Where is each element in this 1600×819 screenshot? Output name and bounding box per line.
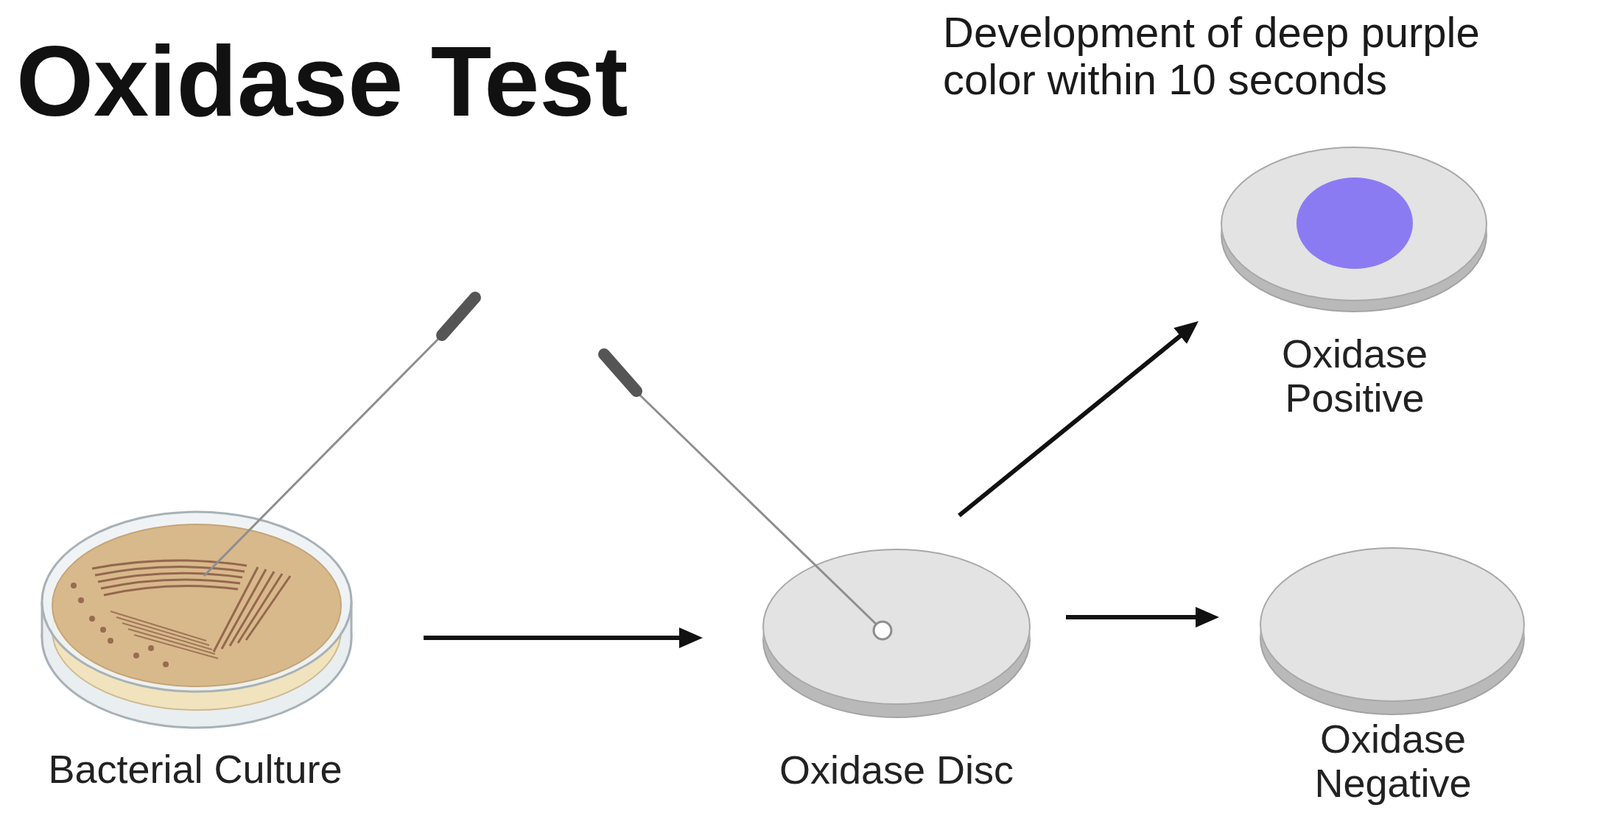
purple-spot — [1296, 177, 1413, 269]
inoculating-loop — [204, 297, 476, 577]
specimen-node: Oxidase Negative — [1258, 548, 1528, 811]
oxidase-disc — [763, 549, 1030, 718]
node-label: Oxidase Disc — [763, 747, 1030, 792]
positive-disc — [1221, 147, 1487, 312]
node-label: Oxidase Positive — [1244, 331, 1466, 421]
process-arrow — [1065, 615, 1198, 620]
petri-dish — [41, 511, 352, 728]
inoculating-loop — [604, 354, 892, 640]
result-note: Development of deep purple color within … — [942, 8, 1584, 104]
specimen-node: Bacterial Culture — [7, 509, 384, 796]
title: Oxidase Test — [16, 29, 628, 135]
bacterial-streaks — [70, 560, 291, 668]
process-arrow — [959, 335, 1182, 516]
specimen-node: Oxidase Positive — [1219, 145, 1490, 426]
negative-disc — [1260, 548, 1525, 715]
process-arrow — [423, 635, 681, 641]
specimen-node: Oxidase Disc — [761, 545, 1032, 797]
node-label: Oxidase Negative — [1282, 716, 1504, 806]
node-label: Bacterial Culture — [11, 746, 380, 792]
